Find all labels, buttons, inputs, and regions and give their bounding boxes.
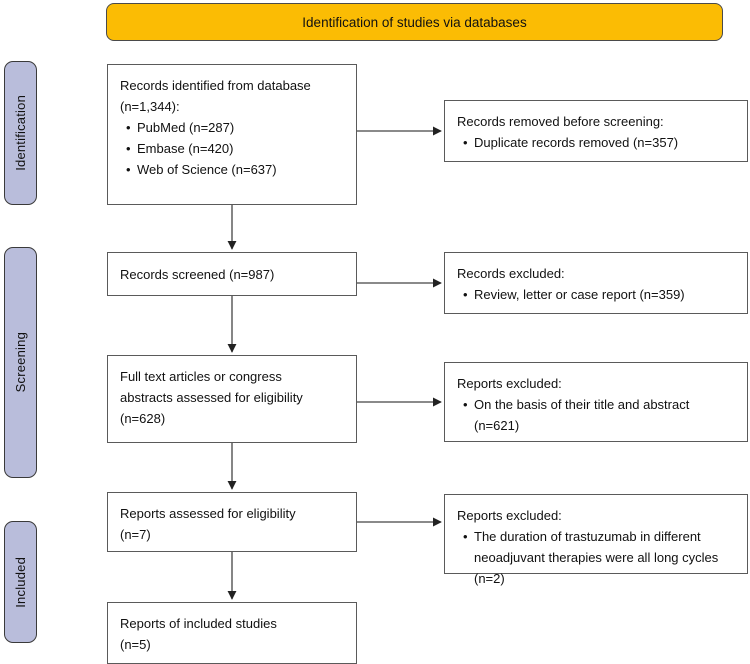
included-line2: (n=5) <box>120 637 151 653</box>
list-item: The duration of trastuzumab in different… <box>463 526 737 589</box>
records-identified-sources: PubMed (n=287) Embase (n=420) Web of Sci… <box>120 117 346 180</box>
fulltext-line2: abstracts assessed for eligibility <box>120 390 303 406</box>
list-item: Web of Science (n=637) <box>126 159 346 180</box>
records-identified-line2: (n=1,344): <box>120 99 180 115</box>
list-item: On the basis of their title and abstract… <box>463 394 737 436</box>
node-fulltext-assessed: Full text articles or congress abstracts… <box>107 355 357 443</box>
stage-label-screening: Screening <box>4 247 37 478</box>
node-records-excluded: Records excluded: Review, letter or case… <box>444 252 748 314</box>
stage-screening-text: Screening <box>13 332 28 393</box>
node-reports-assessed: Reports assessed for eligibility (n=7) <box>107 492 357 552</box>
diagram-banner: Identification of studies via databases <box>106 3 723 41</box>
stage-label-included: Included <box>4 521 37 643</box>
included-line1: Reports of included studies <box>120 616 277 631</box>
list-item: Duplicate records removed (n=357) <box>463 132 737 153</box>
stage-label-identification: Identification <box>4 61 37 205</box>
fulltext-line3: (n=628) <box>120 411 166 427</box>
records-removed-line1: Records removed before screening: <box>457 114 664 129</box>
node-records-removed: Records removed before screening: Duplic… <box>444 100 748 162</box>
list-item: Review, letter or case report (n=359) <box>463 284 737 305</box>
reports-assessed-line2: (n=7) <box>120 527 151 543</box>
records-excluded-items: Review, letter or case report (n=359) <box>457 284 737 305</box>
records-removed-items: Duplicate records removed (n=357) <box>457 132 737 153</box>
reports-assessed-line1: Reports assessed for eligibility <box>120 506 296 521</box>
node-records-identified: Records identified from database (n=1,34… <box>107 64 357 205</box>
reports-excluded-2-items: On the basis of their title and abstract… <box>457 394 737 436</box>
list-item: PubMed (n=287) <box>126 117 346 138</box>
node-records-screened: Records screened (n=987) <box>107 252 357 296</box>
node-reports-excluded-title-abstract: Reports excluded: On the basis of their … <box>444 362 748 442</box>
reports-excluded-3-items: The duration of trastuzumab in different… <box>457 526 737 589</box>
node-reports-included: Reports of included studies (n=5) <box>107 602 357 664</box>
node-reports-excluded-duration: Reports excluded: The duration of trastu… <box>444 494 748 586</box>
banner-label: Identification of studies via databases <box>302 14 527 30</box>
stage-identification-text: Identification <box>13 95 28 171</box>
reports-excluded-3-line1: Reports excluded: <box>457 508 562 523</box>
fulltext-line1: Full text articles or congress <box>120 369 282 384</box>
records-excluded-line1: Records excluded: <box>457 266 565 281</box>
reports-excluded-2-line1: Reports excluded: <box>457 376 562 391</box>
list-item: Embase (n=420) <box>126 138 346 159</box>
records-screened-line1: Records screened (n=987) <box>120 267 275 283</box>
stage-included-text: Included <box>13 556 28 608</box>
records-identified-line1: Records identified from database <box>120 78 311 93</box>
